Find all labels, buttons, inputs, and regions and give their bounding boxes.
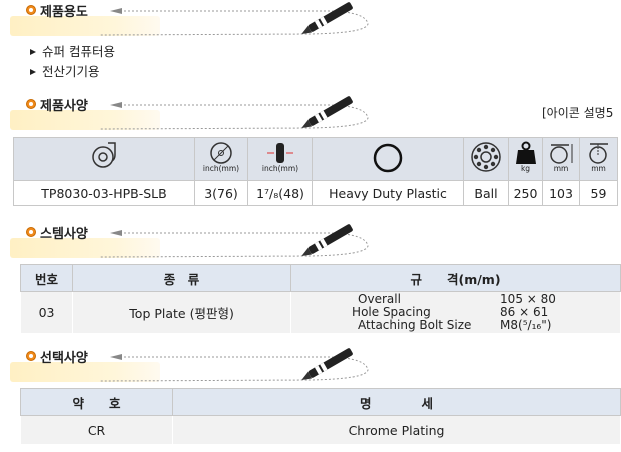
col-header-desc: 명 세	[172, 388, 621, 416]
list-item: 슈퍼 컴퓨터용	[30, 42, 115, 62]
option-code: CR	[19, 415, 174, 445]
option-table: 약 호 명 세 CR Chrome Plating	[19, 388, 621, 445]
col-header-type: 종 류	[72, 264, 292, 292]
usage-list: 슈퍼 컴퓨터용 전산기기용	[30, 42, 115, 82]
wheel-size-cell: inch(mm)	[194, 137, 248, 181]
model-number: TP8030-03-HPB-SLB	[13, 180, 195, 206]
wheel-diameter-icon	[210, 142, 232, 164]
section-header-spec: 제품사양	[10, 96, 370, 132]
overall-height-icon	[550, 144, 573, 164]
tread-width-value: 1⁷/₈(48)	[247, 180, 313, 206]
spec-value: 86 × 61	[500, 305, 549, 319]
option-description: Chrome Plating	[172, 415, 621, 445]
bullet-dot-icon	[26, 227, 36, 237]
spec-key: Attaching Bolt Size	[358, 318, 472, 332]
pen-decoration-icon	[99, 348, 369, 382]
wheel-size-value: 3(76)	[194, 180, 248, 206]
col-header-spec: 규 격(m/m)	[290, 264, 621, 292]
section-title: 제품사양	[40, 99, 88, 114]
section-header-usage: 제품용도	[10, 2, 370, 38]
icon-legend-link[interactable]: [아이콘 설명5	[542, 106, 614, 120]
section-title: 제품용도	[40, 5, 88, 20]
pen-decoration-icon	[99, 224, 369, 258]
tread-width-cell: inch(mm)	[247, 137, 313, 181]
bullet-dot-icon	[26, 351, 36, 361]
spec-value: M8(⁵/₁₆")	[500, 318, 552, 332]
offset-value: 59	[579, 180, 618, 206]
stem-type: Top Plate (평판형)	[72, 291, 292, 334]
bullet-dot-icon	[26, 5, 36, 15]
list-item: 전산기기용	[30, 62, 115, 82]
pen-decoration-icon	[99, 2, 369, 36]
stem-spec-values: Overall 105 × 80 Hole Spacing 86 × 61 At…	[290, 291, 621, 334]
load-cell: kg	[508, 137, 543, 181]
spec-key: Overall	[358, 292, 401, 306]
col-header-no: 번호	[19, 264, 74, 292]
section-header-options: 선택사양	[10, 348, 370, 384]
bearing-cell	[463, 137, 509, 181]
material-value: Heavy Duty Plastic	[312, 180, 464, 206]
col-header-code: 약 호	[19, 388, 174, 416]
material-cell	[312, 137, 464, 181]
spec-key: Hole Spacing	[352, 305, 431, 319]
swivel-offset-icon	[588, 143, 608, 164]
load-value: 250	[508, 180, 543, 206]
caster-icon	[92, 142, 116, 168]
product-spec-table: inch(mm) inch(mm)	[13, 137, 618, 206]
spec-value: 105 × 80	[500, 292, 556, 306]
stem-spec-table: 번호 종 류 규 격(m/m) 03 Top Plate (평판형) Overa…	[19, 264, 621, 334]
ring-icon	[373, 143, 403, 173]
ball-bearing-icon	[471, 142, 501, 172]
pen-decoration-icon	[99, 96, 369, 130]
tread-width-icon	[267, 143, 293, 163]
weight-icon	[515, 141, 536, 164]
bearing-value: Ball	[463, 180, 509, 206]
section-title: 스템사양	[40, 227, 88, 242]
stem-number: 03	[19, 291, 74, 334]
height-value: 103	[542, 180, 580, 206]
bullet-dot-icon	[26, 99, 36, 109]
section-title: 선택사양	[40, 351, 88, 366]
section-header-stem: 스템사양	[10, 224, 370, 260]
caster-type-cell	[13, 137, 195, 181]
height-cell: mm	[542, 137, 580, 181]
offset-cell: mm	[579, 137, 618, 181]
